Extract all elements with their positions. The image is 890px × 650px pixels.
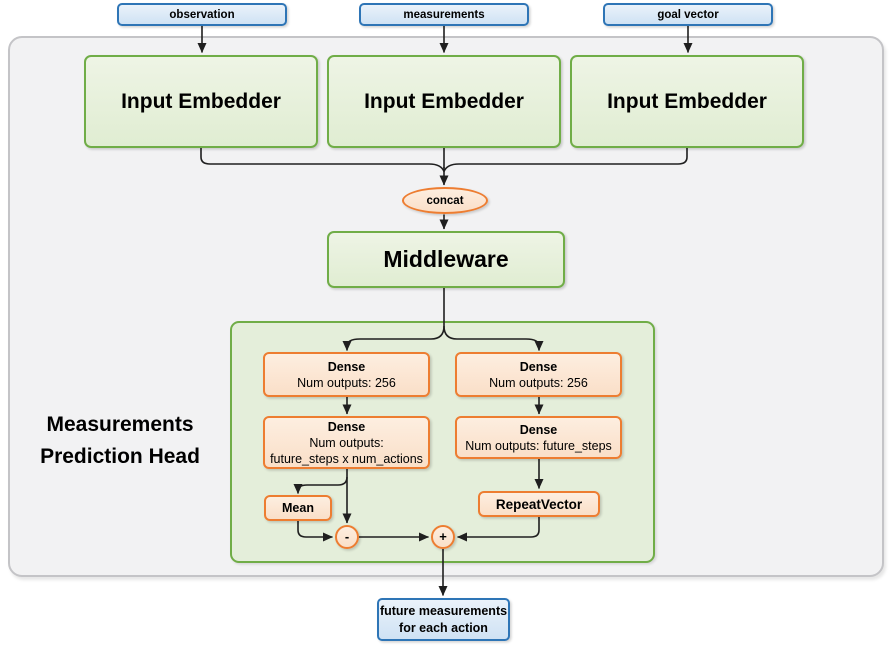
- output-label-line1: future measurements: [379, 603, 508, 618]
- minus-operator-node: -: [335, 525, 359, 549]
- middleware-node: Middleware: [327, 231, 565, 288]
- input-embedder-node-3: Input Embedder: [570, 55, 804, 148]
- dense-node-left-2: Dense Num outputs: future_steps x num_ac…: [263, 416, 430, 469]
- input-embedder-label-1: Input Embedder: [121, 89, 281, 113]
- prediction-head-title: Measurements Prediction Head: [25, 409, 215, 473]
- node-measurements: measurements: [359, 3, 529, 26]
- dense-node-right-2: Dense Num outputs: future_steps: [455, 416, 622, 459]
- node-observation: observation: [117, 3, 287, 26]
- input-embedder-label-3: Input Embedder: [607, 89, 767, 113]
- concat-label: concat: [426, 194, 464, 207]
- output-label-line2: for each action: [399, 620, 488, 635]
- dense-right-2-detail: Num outputs: future_steps: [465, 438, 612, 453]
- mean-label: Mean: [282, 501, 314, 515]
- dense-node-right-1: Dense Num outputs: 256: [455, 352, 622, 397]
- dense-left-1-detail: Num outputs: 256: [297, 375, 396, 390]
- plus-operator-label: +: [439, 529, 447, 544]
- concat-node: concat: [402, 187, 488, 214]
- plus-operator-node: +: [431, 525, 455, 549]
- node-goal-vector: goal vector: [603, 3, 773, 26]
- dense-right-2-title: Dense: [519, 422, 558, 437]
- node-observation-label: observation: [169, 8, 235, 21]
- repeat-vector-label: RepeatVector: [495, 496, 583, 512]
- middleware-label: Middleware: [383, 246, 509, 272]
- node-goal-vector-label: goal vector: [657, 8, 719, 21]
- dense-left-1-title: Dense: [327, 359, 366, 374]
- minus-operator-label: -: [344, 529, 350, 544]
- input-embedder-node-1: Input Embedder: [84, 55, 318, 148]
- dense-left-2-detail2: future_steps x num_actions: [270, 451, 423, 466]
- output-node: future measurements for each action: [377, 598, 510, 641]
- dense-left-2-title: Dense: [327, 419, 366, 434]
- prediction-head-title-line1: Measurements: [46, 413, 194, 436]
- dense-left-2-detail1: Num outputs:: [309, 435, 384, 450]
- dense-right-1-title: Dense: [519, 359, 558, 374]
- prediction-head-title-line2: Prediction Head: [40, 445, 200, 468]
- node-measurements-label: measurements: [403, 8, 485, 21]
- dense-right-1-detail: Num outputs: 256: [489, 375, 588, 390]
- dense-node-left-1: Dense Num outputs: 256: [263, 352, 430, 397]
- repeat-vector-node: RepeatVector: [478, 491, 600, 517]
- input-embedder-node-2: Input Embedder: [327, 55, 561, 148]
- mean-node: Mean: [264, 495, 332, 521]
- input-embedder-label-2: Input Embedder: [364, 89, 524, 113]
